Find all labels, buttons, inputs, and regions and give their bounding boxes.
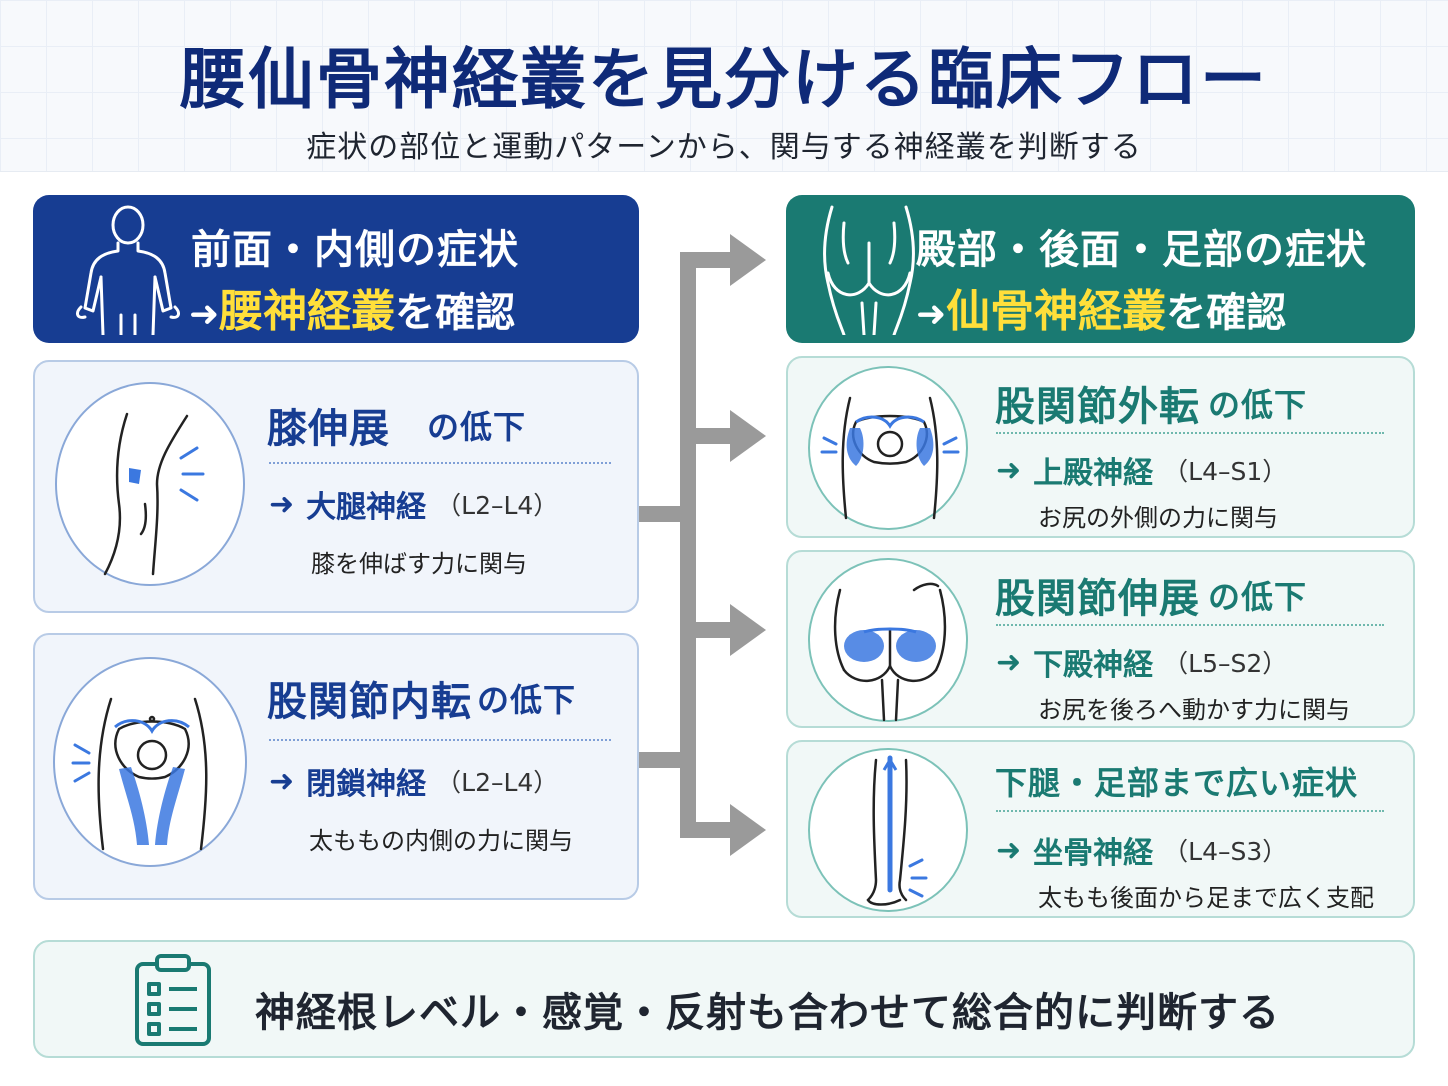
card-title: 股関節伸展 (995, 576, 1200, 622)
card-hip-extension: 股関節伸展 の低下 ➜ 下殿神経 （L5–S2） お尻を後ろへ動かす力に関与 (786, 550, 1415, 728)
gluteal-icon (833, 582, 947, 722)
card-title: 膝伸展 (267, 406, 390, 452)
arrow-icon: ➜ (996, 644, 1022, 680)
card-hip-abduction: 股関節外転 の低下 ➜ 上殿神経 （L4–S1） お尻の外側の力に関与 (786, 356, 1415, 538)
nerve-row: ➜ 閉鎖神経 （L2–L4） (269, 759, 558, 803)
card-title-tail: の低下 (1208, 578, 1308, 616)
page-subtitle: 症状の部位と運動パターンから、関与する神経叢を判断する (306, 130, 1142, 165)
card-title: 股関節外転 (995, 384, 1200, 430)
pelvis-illustration (53, 657, 247, 867)
card-knee-extension: 膝伸展 の低下 ➜ 大腿神経 （L2–L4） 膝を伸ばす力に関与 (33, 360, 639, 613)
nerve-name: 上殿神経 (1033, 456, 1154, 491)
card-hip-adduction: 股関節内転 の低下 ➜ 閉鎖神経 （L2–L4） 太ももの内側の力に関与 (33, 633, 639, 900)
card-description: お尻を後ろへ動かす力に関与 (1038, 696, 1350, 724)
pelvis-abduction-icon (820, 396, 960, 520)
nerve-row: ➜ 下殿神経 （L5–S2） (996, 640, 1287, 684)
page-title: 腰仙骨神経叢を見分ける臨床フロー (180, 41, 1268, 118)
knee-icon (103, 412, 205, 576)
leg-nerve-icon (866, 755, 928, 906)
arrow-icon: ➜ (189, 294, 220, 335)
nerve-name: 大腿神経 (306, 490, 427, 525)
card-description: お尻の外側の力に関与 (1038, 504, 1278, 532)
buttocks-icon (823, 205, 915, 335)
divider (269, 739, 611, 741)
card-description: 膝を伸ばす力に関与 (311, 550, 527, 578)
lumbar-header-line2: ➜腰神経叢を確認 (189, 275, 515, 339)
card-title: 下腿・足部まで広い症状 (995, 764, 1359, 802)
clipboard-icon (135, 954, 211, 1046)
confirm-label: を確認 (395, 290, 516, 336)
nerve-level: （L2–L4） (436, 491, 559, 520)
footer-note: 神経根レベル・感覚・反射も合わせて総合的に判断する (33, 940, 1415, 1058)
sacral-plexus-name: 仙骨神経叢 (946, 286, 1167, 337)
arrow-icon: ➜ (269, 763, 295, 799)
header-band: 腰仙骨神経叢を見分ける臨床フロー 症状の部位と運動パターンから、関与する神経叢を… (0, 0, 1448, 172)
arrow-icon: ➜ (916, 294, 947, 335)
confirm-label: を確認 (1166, 290, 1287, 336)
sacral-header-line2: ➜仙骨神経叢を確認 (916, 275, 1286, 339)
nerve-level: （L5–S2） (1163, 649, 1288, 678)
footer-text: 神経根レベル・感覚・反射も合わせて総合的に判断する (255, 990, 1280, 1036)
pelvis-abduction-illustration (808, 366, 968, 530)
card-leg-foot: 下腿・足部まで広い症状 ➜ 坐骨神経 （L4–S3） 太もも後面から足まで広く支… (786, 740, 1415, 918)
nerve-name: 閉鎖神経 (306, 767, 427, 802)
nerve-row: ➜ 上殿神経 （L4–S1） (996, 448, 1287, 492)
gluteal-illustration (808, 558, 968, 722)
lumbar-plexus-name: 腰神経叢 (219, 286, 396, 337)
nerve-row: ➜ 坐骨神経 （L4–S3） (996, 828, 1287, 872)
card-description: 太ももの内側の力に関与 (309, 827, 573, 855)
arrow-icon: ➜ (996, 832, 1022, 868)
card-description: 太もも後面から足まで広く支配 (1038, 884, 1374, 912)
flow-connector (636, 234, 766, 856)
human-body-icon (76, 205, 180, 335)
arrow-icon: ➜ (269, 486, 295, 522)
divider (996, 810, 1384, 812)
nerve-level: （L4–S1） (1163, 457, 1288, 486)
lumbar-plexus-header: 前面・内側の症状 ➜腰神経叢を確認 (33, 195, 639, 343)
divider (269, 462, 611, 464)
pelvis-adduction-icon (71, 697, 208, 851)
card-title: 股関節内転 (267, 679, 472, 725)
nerve-name: 坐骨神経 (1033, 836, 1154, 871)
arrow-icon: ➜ (996, 452, 1022, 488)
sacral-header-line1: 殿部・後面・足部の症状 (916, 227, 1367, 273)
leg-illustration (808, 748, 968, 912)
sacral-plexus-header: 殿部・後面・足部の症状 ➜仙骨神経叢を確認 (786, 195, 1415, 343)
nerve-level: （L2–L4） (436, 768, 559, 797)
card-title-tail: の低下 (477, 681, 577, 719)
card-title-tail: の低下 (1208, 386, 1308, 424)
knee-illustration (55, 382, 245, 586)
nerve-row: ➜ 大腿神経 （L2–L4） (269, 482, 558, 526)
nerve-name: 下殿神経 (1033, 648, 1154, 683)
lumbar-header-line1: 前面・内側の症状 (191, 227, 519, 273)
divider (996, 624, 1384, 626)
nerve-level: （L4–S3） (1163, 837, 1288, 866)
divider (996, 432, 1384, 434)
card-title-tail: の低下 (427, 408, 527, 446)
